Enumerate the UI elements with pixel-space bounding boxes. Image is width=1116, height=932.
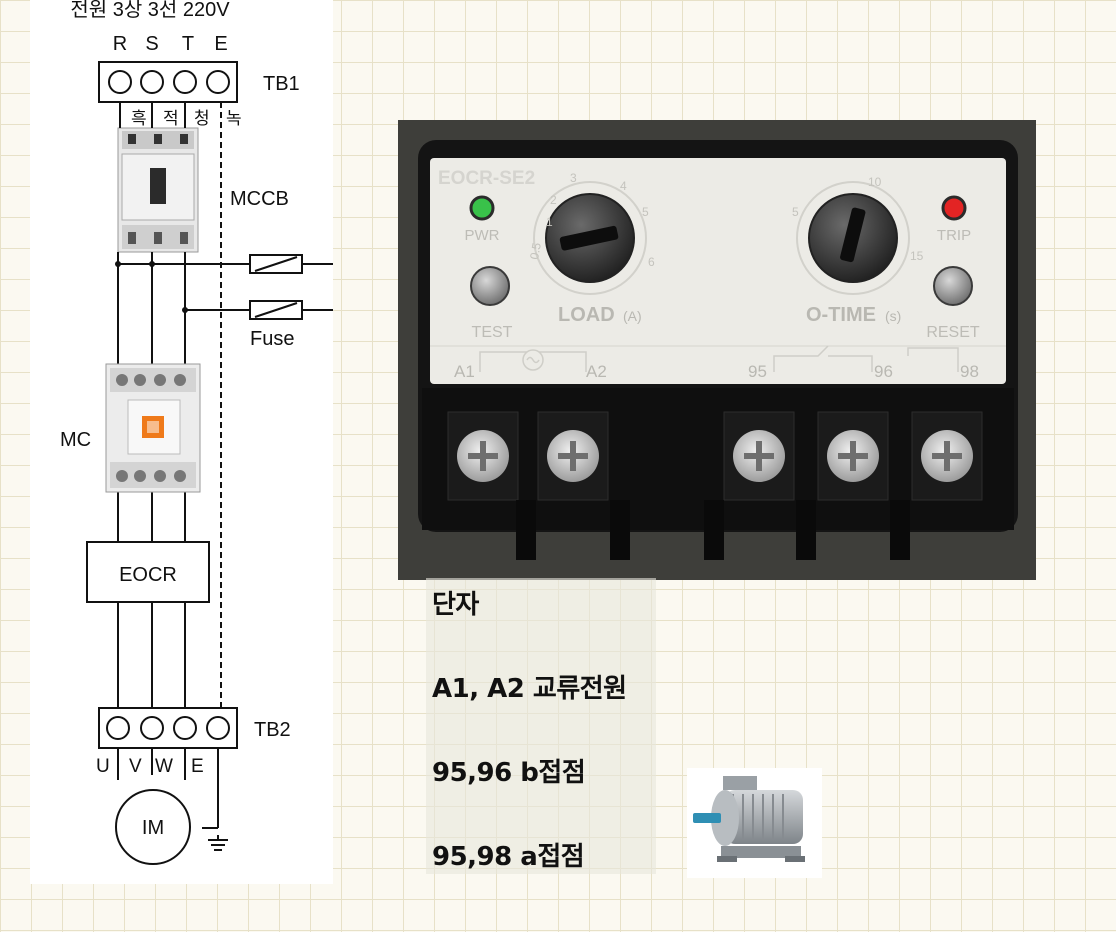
terminal-fins — [516, 500, 910, 560]
wire-color-red: 적 — [163, 109, 179, 128]
motor-label: IM — [142, 817, 164, 839]
load-scale-5: 5 — [642, 205, 649, 219]
induction-motor-photo — [687, 768, 822, 878]
otime-dial-ring — [796, 181, 910, 295]
test-label: TEST — [472, 324, 513, 341]
tb2-terminal-block — [98, 707, 238, 749]
no-contact-symbol — [907, 347, 959, 372]
load-scale-2: 2 — [550, 193, 557, 207]
tb2-label: TB2 — [254, 719, 291, 741]
tb1-terminal-block — [98, 61, 238, 103]
pwr-led-icon — [469, 195, 495, 221]
main-wires — [117, 102, 333, 851]
output-label-v: V — [129, 756, 142, 777]
load-label: LOAD — [558, 304, 615, 326]
load-scale-0: 0.5 — [527, 241, 544, 260]
terminal-label-a1: A1 — [454, 362, 475, 381]
eocr-box-label: EOCR — [119, 564, 177, 586]
notes-title: 단자 — [432, 590, 479, 620]
phase-label-r: R — [113, 33, 127, 55]
otime-unit: (s) — [885, 308, 901, 324]
reset-label: RESET — [926, 324, 980, 341]
wire-junctions — [115, 261, 188, 313]
fuse-symbol-1 — [249, 254, 303, 274]
trip-led-icon — [941, 195, 967, 221]
note-a1-a2: A1, A2 교류전원 — [432, 674, 627, 704]
otime-label: O-TIME — [806, 304, 876, 326]
pwr-label: PWR — [465, 227, 500, 244]
load-scale-3: 3 — [570, 171, 577, 185]
otime-scale-2: 15 — [910, 249, 924, 263]
wiring-diagram: 전원 3상 3선 220V R S T E TB1 흑 적 청 녹 MCCB — [60, 0, 333, 865]
note-95-96: 95,96 b접점 — [432, 758, 586, 788]
test-button — [470, 266, 510, 306]
load-scale-6: 6 — [648, 255, 655, 269]
otime-scale-0: 5 — [792, 205, 799, 219]
wiring-diagram-panel: 전원 3상 3선 220V R S T E TB1 흑 적 청 녹 MCCB — [30, 0, 333, 884]
terminal-label-95: 95 — [748, 362, 767, 381]
supply-label: 전원 3상 3선 220V — [70, 0, 230, 21]
output-label-u: U — [96, 756, 110, 777]
terminal-label-98: 98 — [960, 362, 979, 381]
load-knob-slot — [559, 225, 619, 251]
wire-color-green: 녹 — [226, 109, 242, 128]
otime-knob-slot — [840, 207, 866, 263]
phase-label-t: T — [182, 33, 194, 55]
terminal-label-a2: A2 — [586, 362, 607, 381]
fuse-label: Fuse — [250, 328, 294, 350]
otime-scale-1: 10 — [868, 175, 882, 189]
output-label-e: E — [191, 756, 204, 777]
terminal-notes-panel: 단자 A1, A2 교류전원 95,96 b접점 95,98 a접점 — [426, 578, 656, 874]
trip-label: TRIP — [937, 227, 971, 244]
terminal-label-96: 96 — [874, 362, 893, 381]
motor-symbol — [115, 789, 191, 865]
load-scale-4: 4 — [620, 179, 627, 193]
device-model-label: EOCR-SE2 — [438, 168, 535, 189]
mccb-breaker-image — [117, 127, 199, 253]
eocr-device-photo: EOCR-SE2 PWR TRIP TEST RESET 0.5 1 2 3 4… — [398, 120, 1036, 580]
load-scale-1: 1 — [546, 215, 553, 229]
device-faceplate — [430, 158, 1006, 384]
note-95-98: 95,98 a접점 — [432, 842, 585, 872]
reset-button — [933, 266, 973, 306]
mccb-label: MCCB — [230, 188, 289, 210]
nc-contact-symbol — [773, 345, 873, 372]
wire-color-blue: 청 — [194, 109, 210, 128]
tb1-label: TB1 — [263, 73, 300, 95]
wire-color-black: 흑 — [131, 109, 147, 128]
induction-motor-icon — [693, 776, 805, 862]
mc-contactor-image — [105, 363, 201, 493]
fuse-symbol-2 — [249, 300, 303, 320]
terminal-screws — [447, 411, 983, 501]
eocr-device-illustration: EOCR-SE2 PWR TRIP TEST RESET 0.5 1 2 3 4… — [398, 120, 1036, 580]
mc-label: MC — [60, 429, 91, 451]
load-unit: (A) — [623, 308, 642, 324]
load-dial-ring — [533, 181, 647, 295]
eocr-box — [86, 541, 210, 603]
phase-label-e: E — [214, 33, 227, 55]
output-label-w: W — [155, 756, 173, 777]
phase-label-s: S — [145, 33, 158, 55]
